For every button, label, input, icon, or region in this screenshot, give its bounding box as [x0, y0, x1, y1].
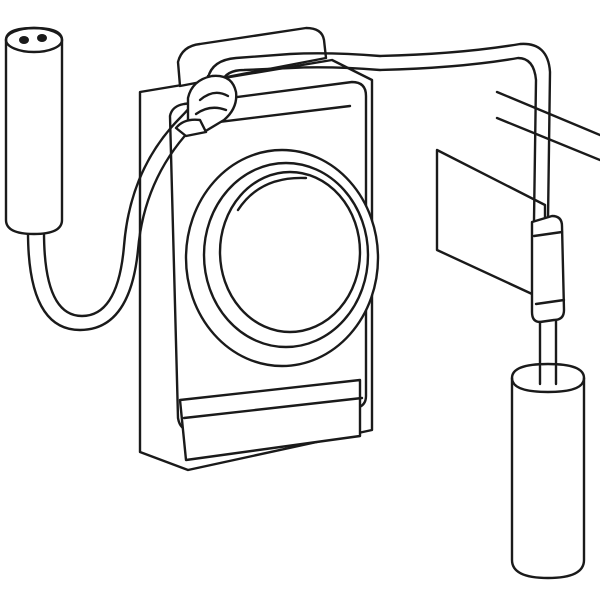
connector-pin: [19, 36, 29, 44]
left-connector: [4, 26, 64, 236]
mounting-bracket: [435, 148, 547, 302]
cable-knot: [174, 74, 238, 138]
top-cable: [206, 42, 552, 222]
right-connector: [510, 362, 586, 580]
cable-sleeve: [530, 214, 566, 324]
connector-pin: [37, 34, 47, 42]
round-push-button: [184, 148, 380, 368]
